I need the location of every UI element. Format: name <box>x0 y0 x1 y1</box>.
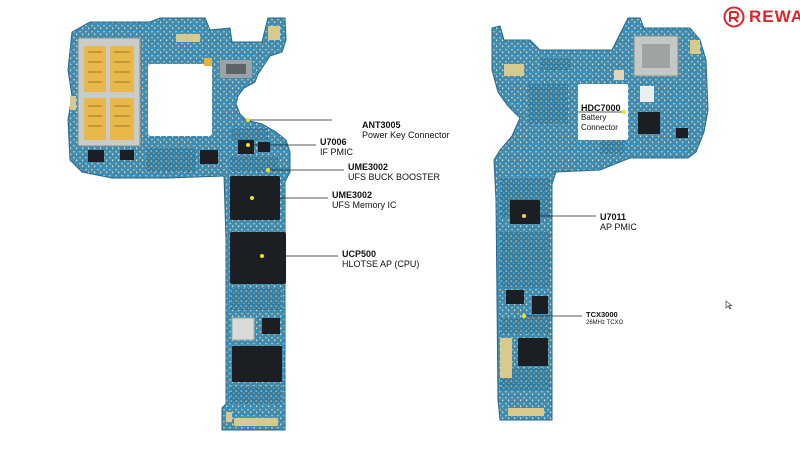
label-desc: IF PMIC <box>320 147 353 158</box>
callout-dots <box>246 110 626 318</box>
label-desc: HLOTSE AP (CPU) <box>342 259 420 270</box>
ap-pmic-chip <box>510 200 540 224</box>
rewa-logo-icon <box>723 6 745 28</box>
label-code: HDC7000 <box>581 103 621 113</box>
label-u7006: U7006 IF PMIC <box>320 137 353 158</box>
brand-name: REWA <box>749 7 800 26</box>
label-desc: UFS Memory IC <box>332 200 397 211</box>
label-code: UCP500 <box>342 249 377 259</box>
label-desc: 26MHz TCXO <box>586 319 624 326</box>
label-desc: Battery <box>581 113 607 123</box>
label-desc: Power Key Connector <box>362 130 450 141</box>
label-desc: UFS BUCK BOOSTER <box>348 172 441 183</box>
mouse-cursor-icon <box>725 300 733 310</box>
label-tcx3000: TCX3000 26MHz TCXO <box>586 310 624 327</box>
label-desc-2: Connector <box>581 122 618 132</box>
label-desc: AP PMIC <box>600 222 637 233</box>
label-code: ANT3005 <box>362 120 401 130</box>
label-code: TCX3000 <box>586 310 618 319</box>
label-code: UME3002 <box>332 190 373 200</box>
label-u7011: U7011 AP PMIC <box>600 212 637 233</box>
label-ucp500: UCP500 HLOTSE AP (CPU) <box>342 249 419 270</box>
brand-logo: REWA <box>723 4 800 30</box>
left-board-window <box>148 64 212 136</box>
callouts <box>248 111 624 317</box>
label-code: U7011 <box>600 212 627 222</box>
left-board <box>67 17 291 431</box>
label-code: UME3002 <box>348 162 389 172</box>
label-ume3002-memory: UME3002 UFS Memory IC <box>332 190 397 211</box>
label-ant3005: ANT3005 Power Key Connector <box>362 120 450 141</box>
label-code: U7006 <box>320 137 347 147</box>
label-hdc7000: HDC7000 Battery Connector <box>581 103 621 132</box>
label-ume3002-booster: UME3002 UFS BUCK BOOSTER <box>348 162 440 183</box>
ap-cpu-chip <box>230 232 286 284</box>
